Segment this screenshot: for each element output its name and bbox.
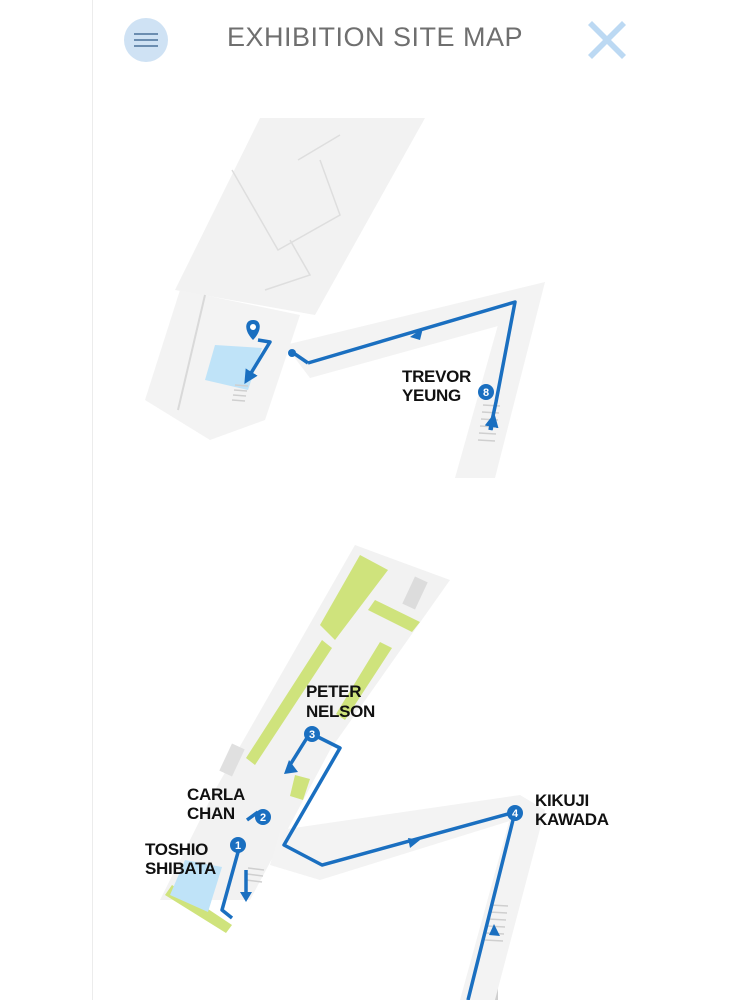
upper-site-area: 8 TREVOR YEUNG [145,118,545,478]
route-start-dot [288,349,296,357]
water-pool [170,860,222,912]
stop-number: 8 [483,387,489,399]
stop-8-trevor-yeung[interactable]: 8 TREVOR YEUNG [402,367,494,405]
artist-name-line1: PETER [306,682,361,701]
artist-name-line2: CHAN [187,804,235,823]
stop-number: 2 [260,812,266,824]
building-outline [264,239,312,291]
artist-name-line1: TOSHIO [145,840,208,859]
stop-2-carla-chan[interactable]: 2 CARLA CHAN [187,785,271,825]
route-arrow [489,924,500,936]
green-area [320,555,388,640]
artist-name-line2: NELSON [306,702,375,721]
left-divider [92,0,93,1000]
artist-name-line2: YEUNG [402,386,461,405]
stop-4-kikuji-kawada[interactable]: 4 KIKUJI KAWADA [507,791,609,829]
stairs [231,384,249,402]
map-pin-icon[interactable] [246,320,260,340]
route-arrow [284,760,298,774]
hamburger-menu-icon [134,33,158,35]
building-block [219,743,245,777]
route-arrow [484,413,499,431]
artist-name-line2: SHIBATA [145,859,216,878]
route-arrow [410,328,423,340]
close-x-icon[interactable] [584,17,630,63]
green-area [290,775,310,800]
long-building [160,545,450,900]
artist-name-line1: KIKUJI [535,791,589,810]
building-block [402,576,428,610]
green-area [336,642,392,720]
stop-3-peter-nelson[interactable]: 3 PETER NELSON [304,682,375,742]
green-area [246,640,332,765]
pavilion-building [175,118,425,315]
artist-name-line1: TREVOR [402,367,471,386]
menu-button[interactable] [124,18,168,62]
stop-1-toshio-shibata[interactable]: 1 TOSHIO SHIBATA [145,837,246,878]
artist-name-line1: CARLA [187,785,245,804]
route-arrow [240,892,252,902]
hamburger-line [134,39,158,41]
stop-number: 3 [309,729,315,741]
header-bar: EXHIBITION SITE MAP [0,0,750,80]
hamburger-line [134,45,158,47]
route-arrow [408,838,420,848]
artist-name-line2: KAWADA [535,810,609,829]
wall-line [177,294,206,411]
stop-number: 4 [512,808,519,820]
stop-number: 1 [235,840,241,852]
green-area [368,600,420,632]
building-outline [297,134,341,161]
page-title: EXHIBITION SITE MAP [226,22,524,52]
lower-site-area: 1 TOSHIO SHIBATA 2 CARLA CHAN 3 PETER NE… [145,545,609,1000]
building-outline [231,159,341,252]
stairs [245,867,509,942]
